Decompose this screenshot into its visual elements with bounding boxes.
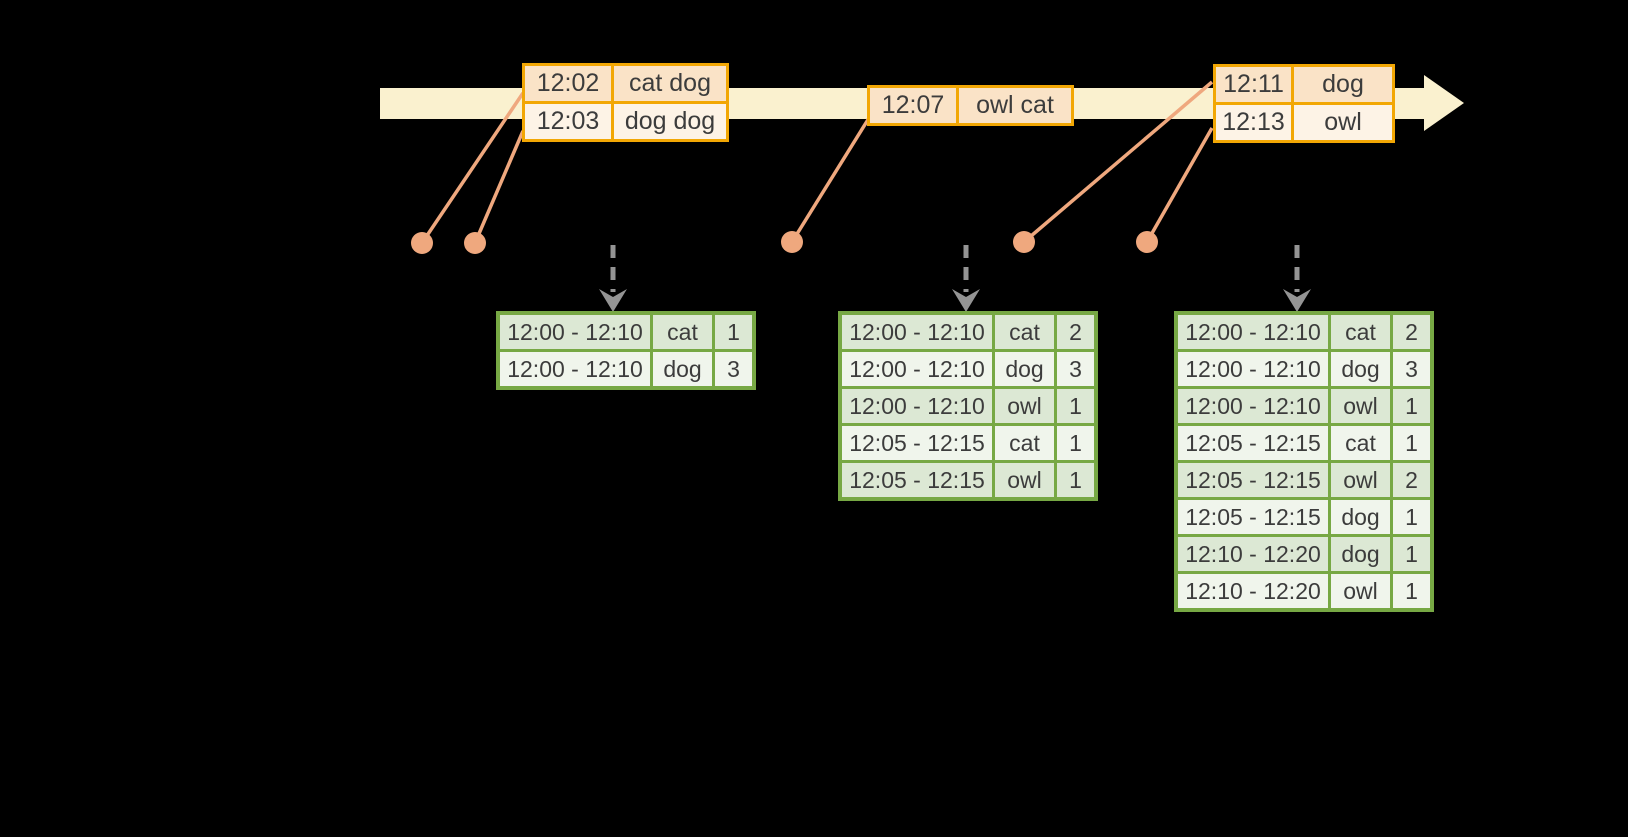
- count-cell: 3: [712, 352, 752, 386]
- timeline-arrowhead-icon: [1424, 75, 1464, 131]
- word-cell: dog: [1328, 500, 1390, 534]
- event-dot-icon: [1136, 231, 1158, 253]
- event-words-cell: dog: [1291, 67, 1392, 102]
- connector-line: [1145, 127, 1214, 243]
- event-time-cell: 12:03: [525, 104, 611, 139]
- count-cell: 2: [1390, 463, 1430, 497]
- event-time-cell: 12:13: [1216, 105, 1291, 140]
- word-cell: cat: [992, 426, 1054, 460]
- word-cell: owl: [1328, 389, 1390, 423]
- event-words-cell: dog dog: [611, 104, 726, 139]
- window-cell: 12:05 - 12:15: [842, 426, 992, 460]
- count-cell: 3: [1390, 352, 1430, 386]
- window-cell: 12:00 - 12:10: [500, 315, 650, 349]
- count-cell: 1: [1054, 463, 1094, 497]
- event-dot-icon: [781, 231, 803, 253]
- connector-line: [473, 130, 525, 244]
- count-cell: 2: [1390, 315, 1430, 349]
- window-cell: 12:10 - 12:20: [1178, 574, 1328, 608]
- count-cell: 1: [1054, 389, 1094, 423]
- event-connector-lines: [420, 80, 1214, 244]
- window-cell: 12:00 - 12:10: [842, 315, 992, 349]
- window-cell: 12:00 - 12:10: [1178, 315, 1328, 349]
- window-cell: 12:00 - 12:10: [500, 352, 650, 386]
- window-cell: 12:00 - 12:10: [1178, 352, 1328, 386]
- word-cell: cat: [1328, 426, 1390, 460]
- arrow-down-icon: [599, 289, 627, 312]
- count-cell: 1: [1390, 426, 1430, 460]
- word-cell: owl: [992, 389, 1054, 423]
- count-cell: 1: [1390, 500, 1430, 534]
- window-cell: 12:05 - 12:15: [842, 463, 992, 497]
- word-cell: dog: [1328, 537, 1390, 571]
- connector-line: [790, 117, 871, 243]
- count-cell: 3: [1054, 352, 1094, 386]
- connector-line: [1022, 80, 1214, 244]
- window-cell: 12:05 - 12:15: [1178, 463, 1328, 497]
- event-words-cell: owl: [1291, 105, 1392, 140]
- connector-line: [420, 92, 525, 244]
- window-cell: 12:05 - 12:15: [1178, 500, 1328, 534]
- count-cell: 1: [1390, 389, 1430, 423]
- event-dot-icon: [1013, 231, 1035, 253]
- word-cell: owl: [1328, 574, 1390, 608]
- count-cell: 1: [1390, 574, 1430, 608]
- word-cell: cat: [1328, 315, 1390, 349]
- event-dots: [411, 231, 1158, 254]
- window-cell: 12:05 - 12:15: [1178, 426, 1328, 460]
- trigger-arrowheads: [599, 289, 1311, 312]
- count-cell: 1: [712, 315, 752, 349]
- event-time-cell: 12:07: [870, 88, 956, 123]
- word-cell: owl: [1328, 463, 1390, 497]
- word-cell: dog: [1328, 352, 1390, 386]
- window-cell: 12:00 - 12:10: [842, 352, 992, 386]
- event-words-cell: cat dog: [611, 66, 726, 101]
- event-time-cell: 12:02: [525, 66, 611, 101]
- event-words-cell: owl cat: [956, 88, 1071, 123]
- event-time-cell: 12:11: [1216, 67, 1291, 102]
- count-cell: 1: [1390, 537, 1430, 571]
- word-cell: owl: [992, 463, 1054, 497]
- window-cell: 12:00 - 12:10: [842, 389, 992, 423]
- event-dot-icon: [464, 232, 486, 254]
- word-cell: dog: [650, 352, 712, 386]
- word-cell: cat: [650, 315, 712, 349]
- word-cell: cat: [992, 315, 1054, 349]
- window-cell: 12:10 - 12:20: [1178, 537, 1328, 571]
- arrow-down-icon: [1283, 289, 1311, 312]
- word-cell: dog: [992, 352, 1054, 386]
- arrow-down-icon: [952, 289, 980, 312]
- count-cell: 1: [1054, 426, 1094, 460]
- window-cell: 12:00 - 12:10: [1178, 389, 1328, 423]
- trigger-arrows: [610, 245, 1300, 292]
- event-dot-icon: [411, 232, 433, 254]
- count-cell: 2: [1054, 315, 1094, 349]
